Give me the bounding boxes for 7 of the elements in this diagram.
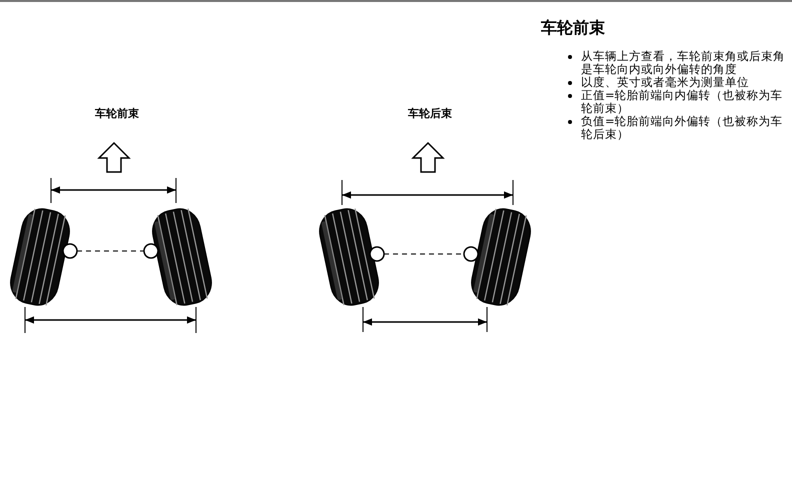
bullet-text: 负值=轮胎前端向外偏转（也被称为车轮后束） — [567, 115, 785, 141]
panel-heading: 车轮前束 — [95, 106, 139, 121]
bullet-text: 正值=轮胎前端向内偏转（也被称为车轮前束） — [567, 89, 785, 115]
bullet-text: 从车辆上方查看，车轮前束角或后束角是车轮向内或向外偏转的角度 — [567, 50, 785, 76]
heading: 车轮前束 — [541, 18, 605, 39]
panel-heading: 车轮后束 — [408, 106, 452, 121]
bullet-text: 以度、英寸或者毫米为测量单位 — [567, 76, 785, 89]
